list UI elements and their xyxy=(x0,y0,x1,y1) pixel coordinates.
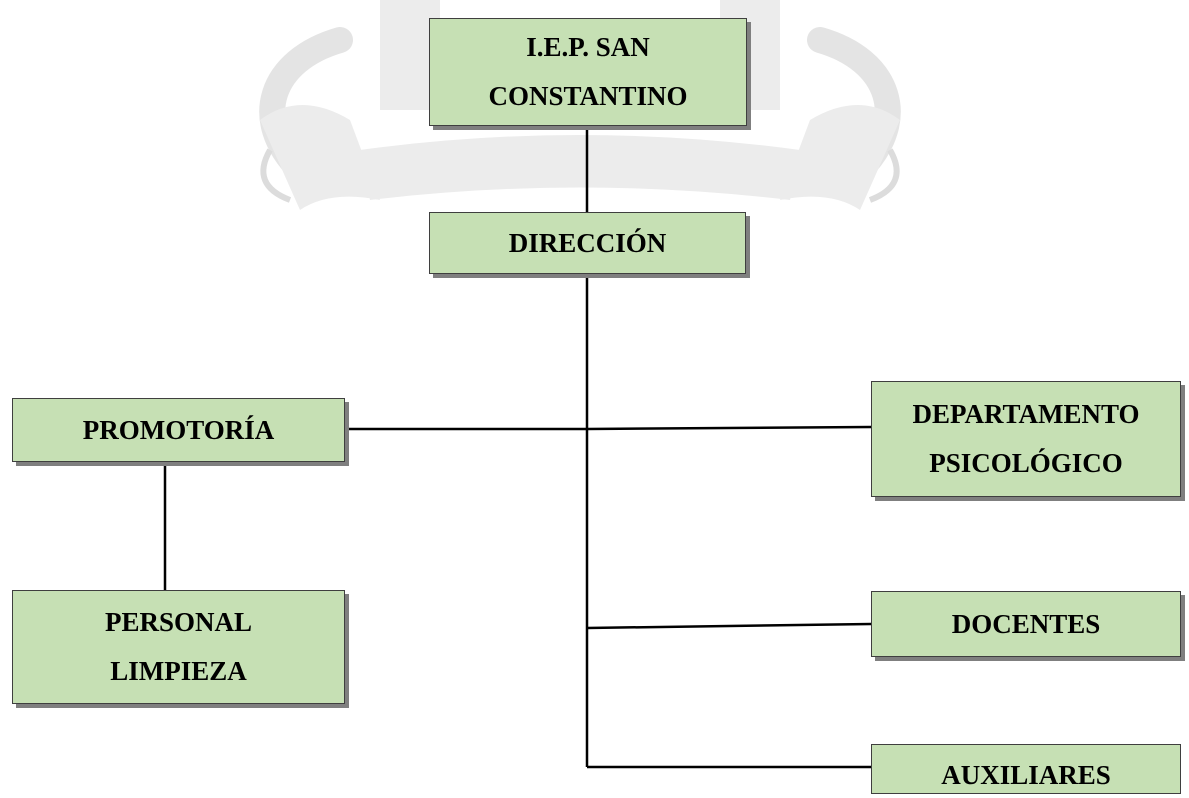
node-auxiliares-label: AUXILIARES xyxy=(941,760,1111,790)
node-personal-limpieza-line-1: PERSONAL xyxy=(104,607,253,637)
node-root-line-1: I.E.P. SAN xyxy=(526,32,650,62)
node-root: I.E.P. SAN CONSTANTINO xyxy=(429,18,747,126)
node-departamento-psicologico: DEPARTAMENTO PSICOLÓGICO xyxy=(871,381,1181,497)
edge-direccion-docentes xyxy=(586,622,872,630)
node-promotoria: PROMOTORÍA xyxy=(12,398,345,462)
node-personal-limpieza: PERSONAL LIMPIEZA xyxy=(12,590,345,704)
edge-direccion-psicologico xyxy=(586,425,872,431)
node-root-line-2: CONSTANTINO xyxy=(488,81,688,111)
node-auxiliares: AUXILIARES xyxy=(871,744,1181,794)
node-personal-limpieza-line-2: LIMPIEZA xyxy=(110,656,247,686)
node-docentes: DOCENTES xyxy=(871,591,1181,657)
node-direccion-label: DIRECCIÓN xyxy=(508,227,667,258)
node-docentes-label: DOCENTES xyxy=(951,608,1101,639)
node-departamento-psicologico-line-2: PSICOLÓGICO xyxy=(929,448,1123,478)
node-departamento-psicologico-line-1: DEPARTAMENTO xyxy=(912,399,1140,429)
node-direccion: DIRECCIÓN xyxy=(429,212,746,274)
node-promotoria-label: PROMOTORÍA xyxy=(82,414,275,445)
